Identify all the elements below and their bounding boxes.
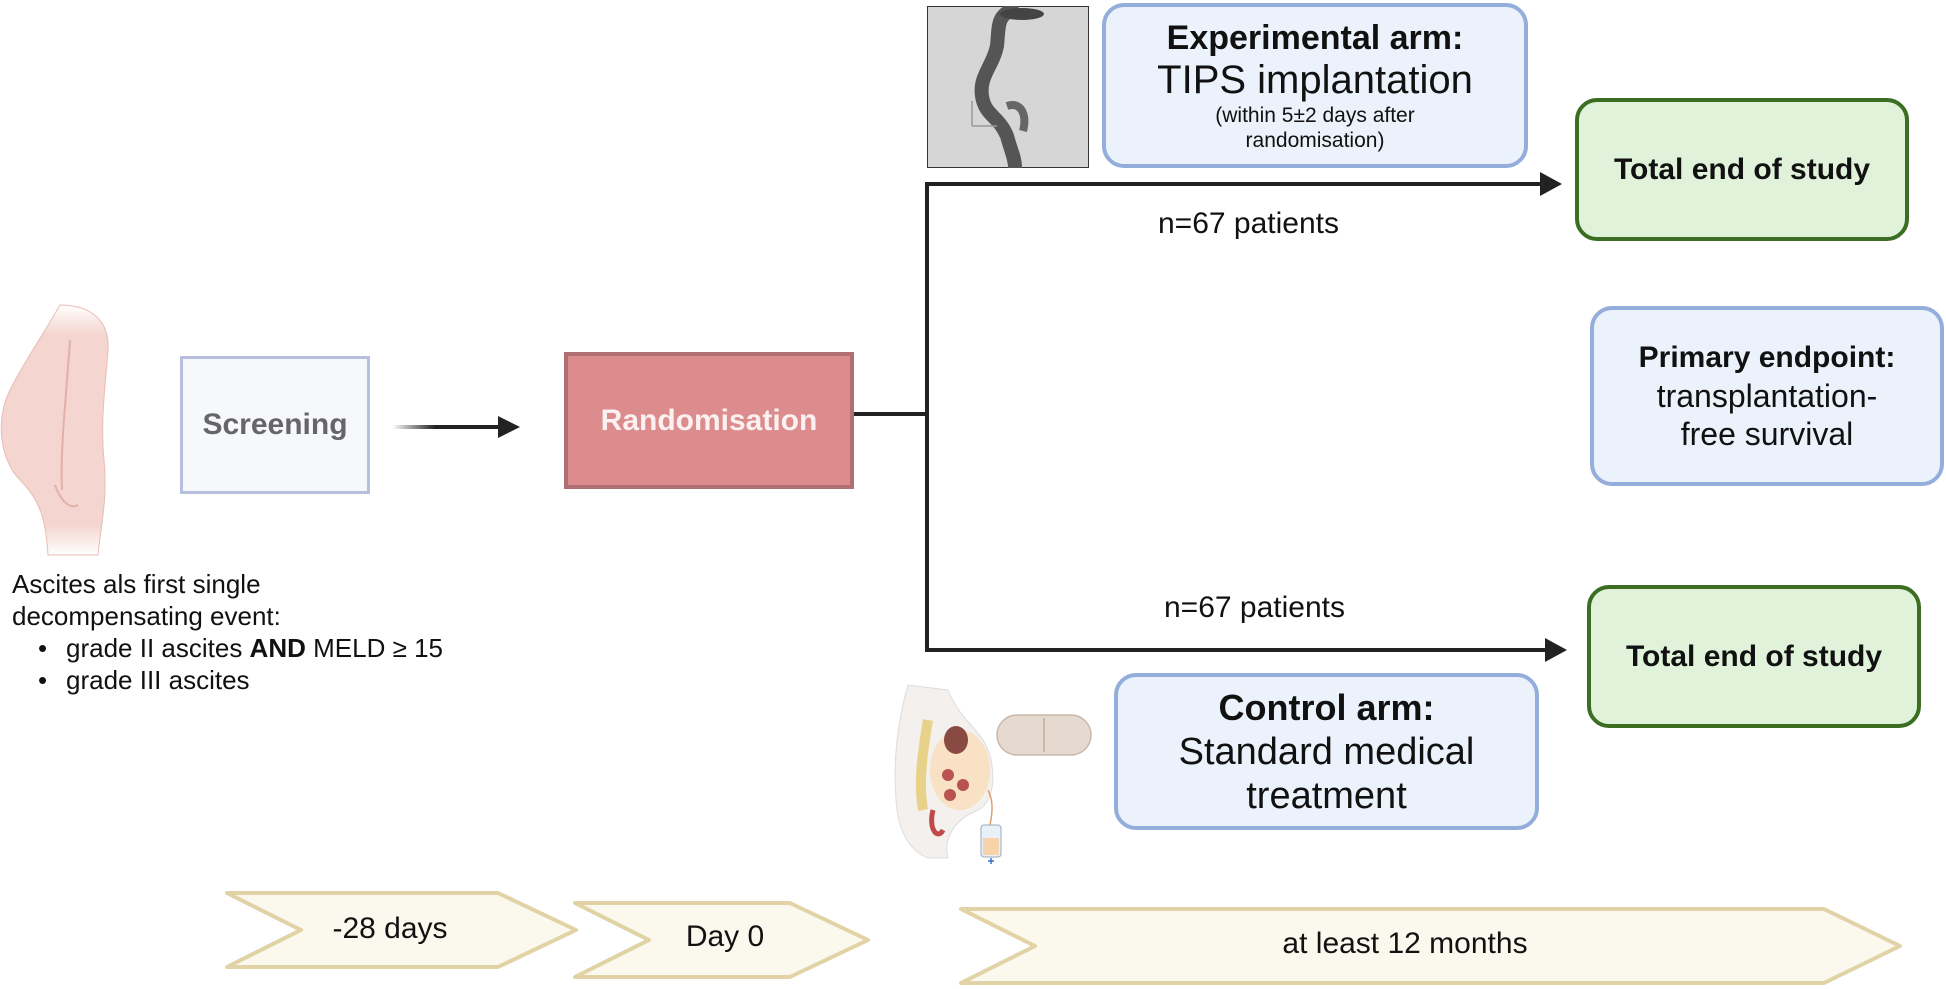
experimental-arm-title: Experimental arm: <box>1166 18 1464 57</box>
timeline-label-followup: at least 12 months <box>1282 927 1528 960</box>
randomisation-box: Randomisation <box>564 352 854 489</box>
bullet-text-pre: grade III ascites <box>66 665 250 695</box>
paracentesis-illustration <box>894 684 1002 864</box>
primary-endpoint-line-1: transplantation- <box>1656 378 1878 414</box>
experimental-arm-subtitle: TIPS implantation <box>1157 57 1473 102</box>
experimental-end-label: Total end of study <box>1613 152 1871 186</box>
experimental-arm-box: Experimental arm: TIPS implantation (wit… <box>1102 3 1528 168</box>
criteria-bullet: • grade II ascites AND MELD ≥ 15 <box>12 632 443 664</box>
screening-arrow <box>392 416 520 438</box>
screening-box: Screening <box>180 356 370 494</box>
experimental-arm-note-2: randomisation) <box>1245 128 1385 152</box>
randomisation-label: Randomisation <box>600 403 818 437</box>
timeline-chevron-day0 <box>573 901 870 979</box>
control-arrowhead-icon <box>1545 638 1567 662</box>
control-arm-line-2: treatment <box>1246 774 1407 817</box>
timeline-chevron-screening <box>225 891 578 969</box>
control-arm-line-1: Standard medical <box>1178 730 1475 773</box>
bullet-icon: • <box>38 633 48 663</box>
experimental-end-of-study-box: Total end of study <box>1575 98 1909 241</box>
bullet-text-bold: AND <box>249 633 306 663</box>
criteria-line-2: decompensating event: <box>12 601 281 631</box>
control-arm-title: Control arm: <box>1218 686 1435 728</box>
bullet-text-post: MELD ≥ 15 <box>305 633 443 663</box>
bullet-text-pre: grade II ascites <box>66 633 250 663</box>
experimental-arm-note-1: (within 5±2 days after <box>1215 103 1415 127</box>
pill-icon <box>996 714 1092 756</box>
experimental-arrowhead-icon <box>1540 172 1562 196</box>
criteria-bullet: • grade III ascites <box>12 664 443 696</box>
inclusion-criteria: Ascites als first single decompensating … <box>12 568 443 696</box>
timeline-chevron-followup <box>959 907 1902 985</box>
control-n-label: n=67 patients <box>1164 591 1345 624</box>
control-arm-box: Control arm: Standard medical treatment <box>1114 673 1539 830</box>
screening-label: Screening <box>202 408 348 441</box>
bullet-icon: • <box>38 665 48 695</box>
primary-endpoint-box: Primary endpoint: transplantation- free … <box>1590 306 1944 486</box>
timeline-label-day0: Day 0 <box>685 920 765 953</box>
experimental-arm-line <box>925 182 1545 186</box>
timeline-label-screening: -28 days <box>332 912 448 945</box>
tips-angiography-image <box>927 6 1089 168</box>
randomisation-connector <box>854 412 929 416</box>
primary-endpoint-line-2: free survival <box>1680 416 1854 452</box>
control-end-of-study-box: Total end of study <box>1587 585 1921 728</box>
branch-vertical-line <box>925 182 929 652</box>
control-arm-line <box>925 648 1550 652</box>
patient-abdomen-illustration <box>0 304 109 556</box>
primary-endpoint-title: Primary endpoint: <box>1638 341 1896 374</box>
experimental-n-label: n=67 patients <box>1158 207 1339 240</box>
criteria-line-1: Ascites als first single <box>12 569 261 599</box>
control-end-label: Total end of study <box>1625 639 1883 673</box>
